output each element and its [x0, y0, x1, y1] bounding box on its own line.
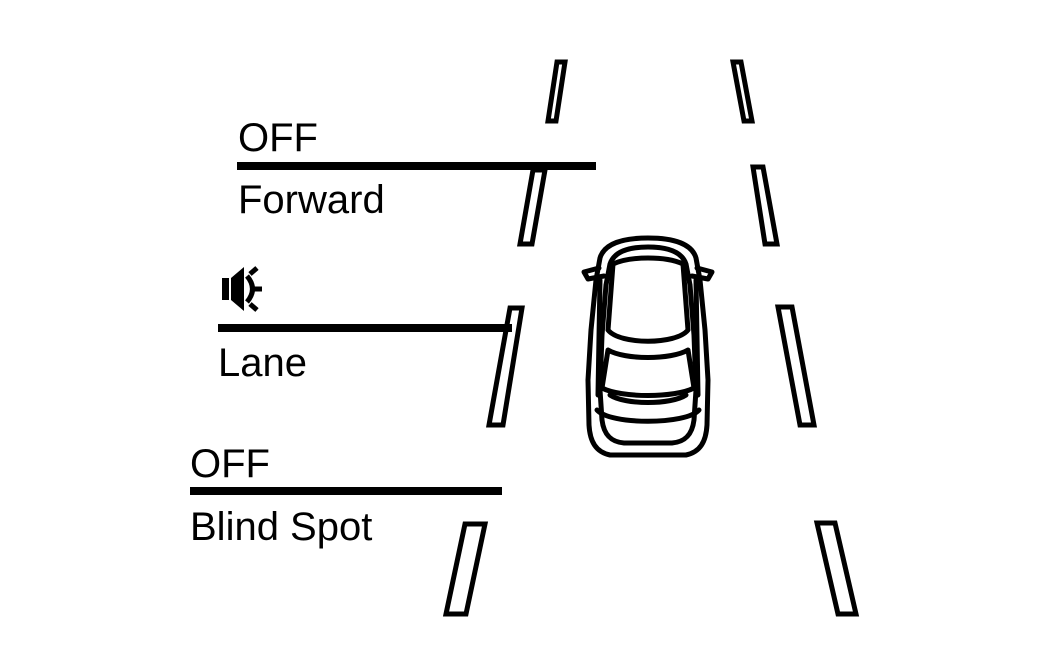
- lane-alert-label: Lane: [218, 341, 307, 385]
- blind-spot-alert-label: Blind Spot: [190, 505, 373, 549]
- left-lane-markings: [442, 59, 568, 617]
- vehicle-icon: [581, 235, 715, 458]
- left-lane-dash-3: [486, 305, 525, 428]
- left-lane-dash-1: [545, 59, 568, 124]
- speaker-icon: [222, 266, 262, 312]
- left-lane-dash-2: [517, 167, 548, 247]
- right-lane-dash-4: [813, 520, 860, 617]
- forward-alert-label: Forward: [238, 178, 385, 222]
- blind-spot-status-label: OFF: [190, 442, 270, 486]
- right-lane-dash-3: [774, 304, 818, 428]
- right-lane-dash-1: [729, 59, 756, 124]
- left-lane-dash-4: [442, 521, 489, 617]
- leader-lines: [190, 162, 596, 495]
- right-lane-markings: [729, 59, 860, 617]
- forward-status-label: OFF: [238, 116, 318, 160]
- right-lane-dash-2: [750, 164, 780, 247]
